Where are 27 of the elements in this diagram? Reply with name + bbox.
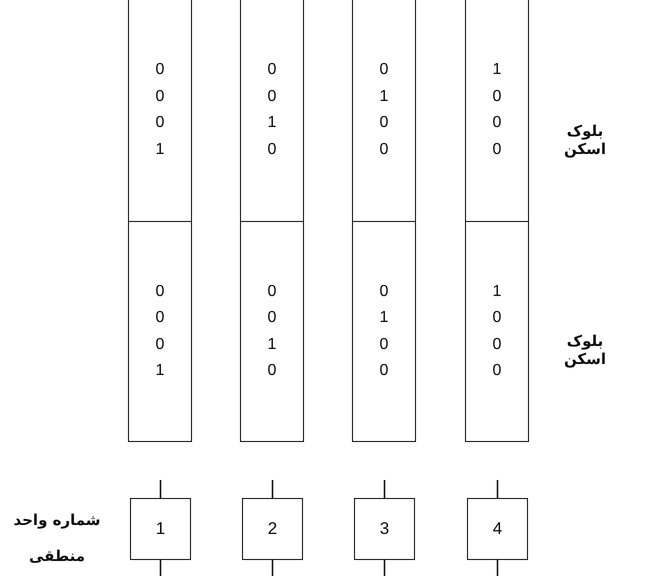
bit-cell: [240, 221, 304, 442]
bit-column: 0 1 0 0: [380, 57, 388, 163]
bit-column: 0 0 1 0: [268, 57, 276, 163]
unit-number-box: [354, 498, 415, 560]
bit-cell: [240, 0, 304, 223]
row-label: بلوک اسکن: [562, 332, 608, 368]
unit-number: 1: [156, 519, 166, 539]
bit-column: 0 0 0 1: [156, 57, 164, 163]
bit-cell: [465, 221, 529, 442]
unit-number-box: [467, 498, 528, 560]
bit-cell: [352, 0, 416, 223]
unit-number-box: [242, 498, 303, 560]
unit-number-box: [130, 498, 191, 560]
bit-column: 0 1 0 0: [380, 278, 388, 384]
bit-cell: [465, 0, 529, 223]
bit-cell: [128, 221, 192, 442]
unit-number: 2: [268, 519, 278, 539]
bit-cell: [128, 0, 192, 223]
bit-column: 0 0 0 1: [156, 278, 164, 384]
bit-column: 0 0 1 0: [268, 278, 276, 384]
bit-column: 1 0 0 0: [492, 278, 502, 384]
bit-cell: [352, 221, 416, 442]
unit-number: 4: [492, 519, 502, 539]
bit-column: 1 0 0 0: [492, 57, 502, 163]
unit-number: 3: [380, 519, 390, 539]
row-label: شماره واحد منطقی: [12, 510, 102, 567]
row-label: بلوک اسکن: [562, 122, 608, 158]
